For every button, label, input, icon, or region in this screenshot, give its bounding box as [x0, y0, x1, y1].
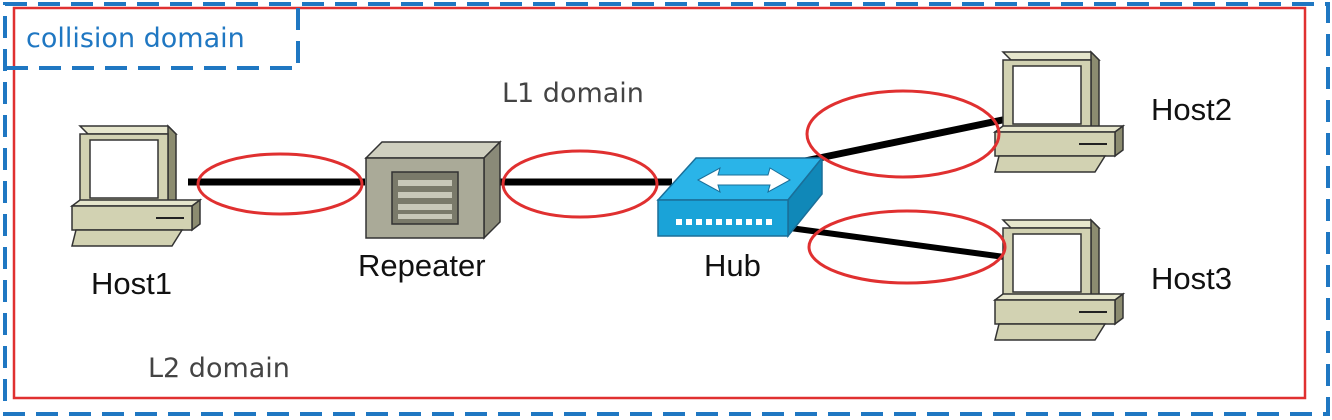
collision-ellipse-host2 — [805, 89, 1001, 179]
collision-domain-label: collision domain — [26, 23, 245, 54]
repeater-label: Repeater — [358, 248, 486, 283]
host1-computer-icon — [71, 125, 201, 247]
collision-domain-border — [3, 2, 1330, 416]
host2-label: Host2 — [1151, 92, 1232, 127]
link-hub-host3 — [789, 225, 1013, 261]
hub-icon — [656, 155, 824, 239]
hub-label: Hub — [704, 248, 761, 283]
host2-computer-icon — [994, 51, 1124, 173]
l2-domain-border — [12, 6, 1307, 400]
repeater-icon — [364, 140, 502, 240]
host3-computer-icon — [994, 219, 1124, 341]
host3-label: Host3 — [1151, 261, 1232, 296]
link-hub-host2 — [799, 114, 1013, 166]
host1-label: Host1 — [91, 266, 172, 301]
l2-domain-label: L2 domain — [148, 353, 290, 384]
l1-domain-label: L1 domain — [502, 78, 644, 109]
collision-ellipse-repeater — [501, 149, 659, 219]
collision-label-box — [5, 2, 300, 70]
collision-ellipse-host1 — [196, 152, 364, 216]
collision-ellipse-host3 — [807, 209, 1007, 285]
